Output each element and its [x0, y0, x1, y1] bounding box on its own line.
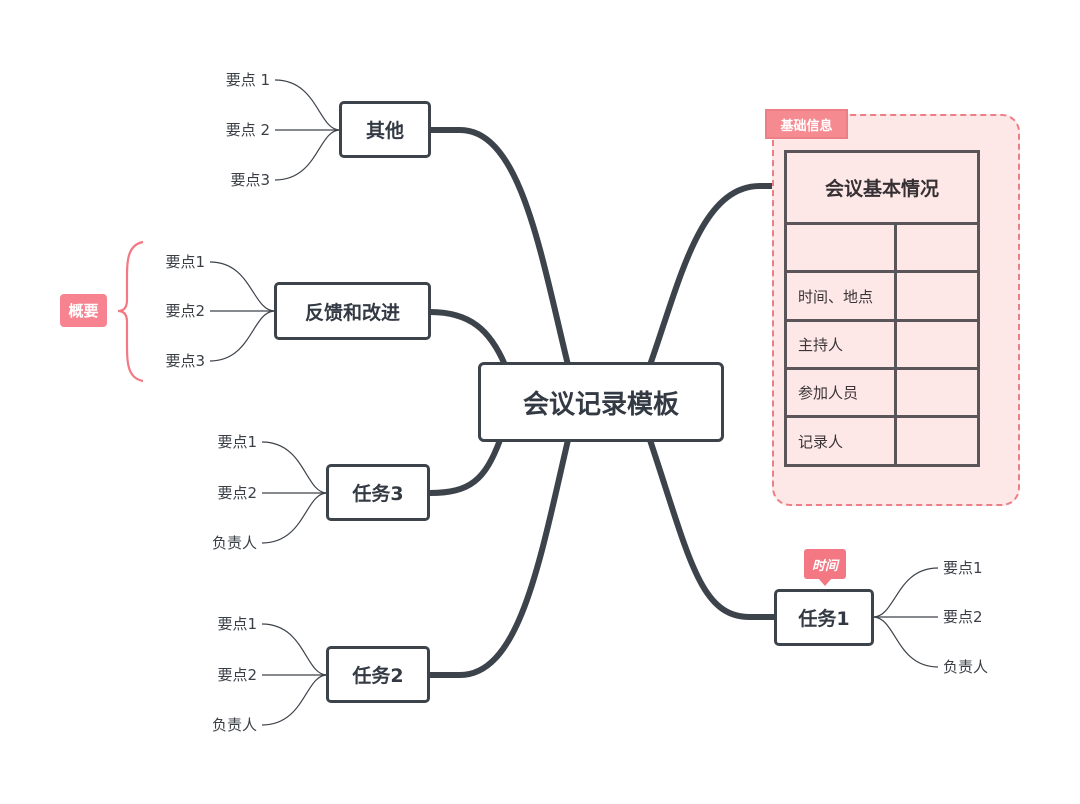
- link-task1-point1: [872, 567, 939, 618]
- link-task2-point3: [261, 674, 328, 726]
- topic-task3[interactable]: 任务3: [326, 464, 430, 521]
- meeting-info-row-value[interactable]: [893, 415, 981, 467]
- meeting-info-table[interactable]: 会议基本情况 时间、地点 主持人 参加人员 记录人: [783, 150, 981, 467]
- link-task3-point1: [261, 441, 328, 494]
- task2-point-1[interactable]: 要点1: [217, 615, 257, 633]
- link-center-task3: [427, 437, 503, 496]
- meeting-info-row-value[interactable]: [893, 367, 981, 418]
- feedback-summary[interactable]: 概要: [60, 294, 107, 327]
- task3-point-1[interactable]: 要点1: [217, 433, 257, 451]
- link-task1-point3: [872, 616, 939, 668]
- meeting-info-title[interactable]: 会议基本情况: [783, 150, 981, 225]
- other-point-2[interactable]: 要点 2: [225, 121, 270, 139]
- feedback-point-3[interactable]: 要点3: [165, 352, 205, 370]
- task3-owner[interactable]: 负责人: [211, 534, 257, 552]
- task2-owner[interactable]: 负责人: [211, 716, 257, 734]
- task1-point-2[interactable]: 要点2: [943, 608, 983, 626]
- summary-bracket: [117, 240, 144, 383]
- central-topic[interactable]: 会议记录模板: [478, 362, 724, 442]
- meeting-info-row-value[interactable]: [893, 222, 981, 273]
- meeting-info-row-label[interactable]: 记录人: [784, 415, 897, 467]
- task1-marker-pointer: [818, 578, 832, 586]
- meeting-info-row-label[interactable]: [784, 222, 897, 273]
- task1-point-1[interactable]: 要点1: [943, 559, 983, 577]
- task1-owner[interactable]: 负责人: [943, 658, 989, 676]
- task2-point-2[interactable]: 要点2: [217, 666, 257, 684]
- task1-time-marker[interactable]: 时间: [804, 549, 846, 579]
- link-feedback-point1: [209, 261, 276, 312]
- topic-task2[interactable]: 任务2: [326, 646, 430, 703]
- topic-other[interactable]: 其他: [339, 101, 431, 158]
- link-feedback-point3: [209, 310, 276, 362]
- task3-point-2[interactable]: 要点2: [217, 484, 257, 502]
- other-point-3[interactable]: 要点3: [230, 171, 270, 189]
- meeting-info-row-label[interactable]: 参加人员: [784, 367, 897, 418]
- link-center-other: [427, 127, 571, 368]
- meeting-info-row-label[interactable]: 时间、地点: [784, 270, 897, 322]
- feedback-point-1[interactable]: 要点1: [165, 253, 205, 271]
- feedback-point-2[interactable]: 要点2: [165, 302, 205, 320]
- topic-feedback[interactable]: 反馈和改进: [274, 282, 431, 340]
- basic-info-boundary-label[interactable]: 基础信息: [765, 109, 848, 139]
- link-task2-point1: [261, 623, 328, 676]
- link-center-task1: [647, 437, 778, 620]
- link-center-task2: [427, 437, 571, 678]
- topic-task1[interactable]: 任务1: [774, 589, 874, 646]
- link-center-feedback: [427, 309, 508, 368]
- link-other-point3: [274, 129, 341, 181]
- link-task3-point3: [261, 492, 328, 544]
- meeting-info-row-value[interactable]: [893, 270, 981, 322]
- meeting-info-row-label[interactable]: 主持人: [784, 319, 897, 370]
- other-point-1[interactable]: 要点 1: [225, 71, 270, 89]
- link-other-point1: [274, 79, 341, 131]
- link-center-info: [647, 183, 788, 368]
- meeting-info-row-value[interactable]: [893, 319, 981, 370]
